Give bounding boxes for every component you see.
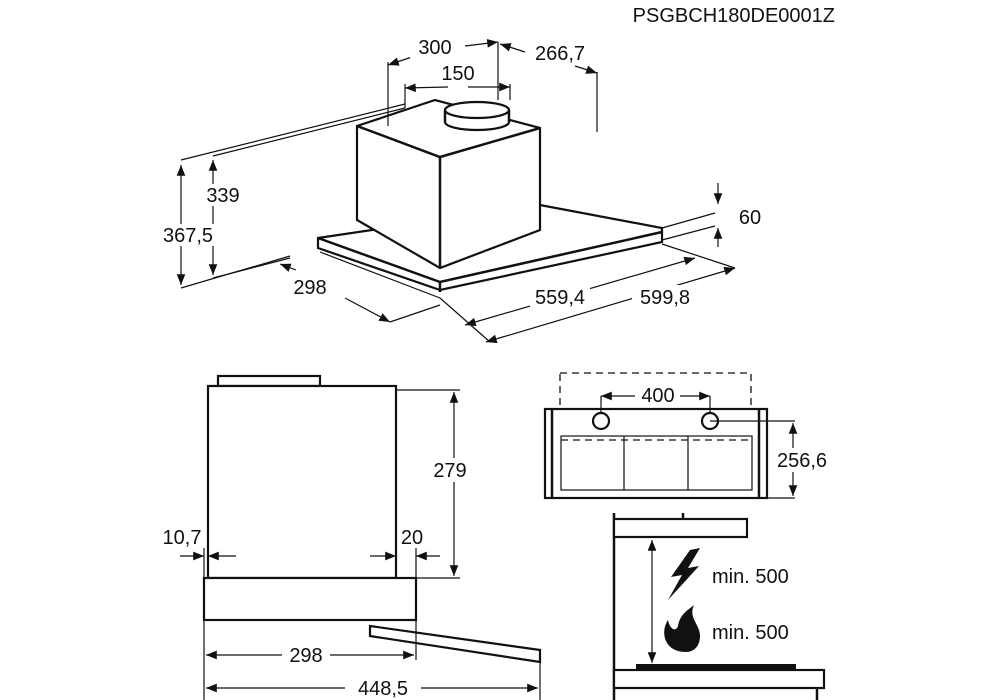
dim-side-height: 279 — [433, 460, 466, 482]
dim-depth: 298 — [293, 277, 326, 299]
side-view: 279 10,7 20 298 448,5 — [163, 374, 542, 700]
side-body — [206, 384, 398, 580]
side-panel — [202, 576, 418, 622]
dim-depth-top: 266,7 — [535, 43, 585, 65]
mount-hole-left — [591, 411, 611, 431]
electric-icon — [668, 548, 700, 600]
dim-right-offset: 20 — [401, 527, 423, 549]
clearance-diagram: min. 500 min. 500 — [612, 513, 826, 700]
dim-width-top: 300 — [418, 37, 451, 59]
gas-flame-icon — [664, 605, 700, 652]
gas-clearance-label: min. 500 — [712, 622, 789, 644]
extended-panel — [368, 624, 542, 664]
dim-hole-spacing: 400 — [641, 385, 674, 407]
dim-duct: 150 — [441, 63, 474, 85]
front-view: 400 256,6 — [543, 372, 834, 500]
duct-collar — [443, 100, 511, 120]
dim-width-inner: 559,4 — [535, 287, 585, 309]
dim-width-outer: 599,8 — [640, 287, 690, 309]
hob-surface — [636, 664, 796, 670]
dim-side-depth: 298 — [289, 645, 322, 667]
dim-height-box: 339 — [206, 185, 239, 207]
dim-height-total: 367,5 — [163, 225, 213, 247]
hood-outline — [612, 517, 749, 539]
dim-left-offset: 10,7 — [163, 527, 202, 549]
worktop — [612, 668, 826, 690]
electric-clearance-label: min. 500 — [712, 566, 789, 588]
dim-panel-height: 60 — [739, 207, 761, 229]
dim-front-height: 256,6 — [777, 450, 827, 472]
front-body — [543, 407, 769, 500]
iso-view: 300 266,7 150 339 367,5 60 298 559,4 599… — [158, 36, 761, 344]
dim-side-depth-extended: 448,5 — [358, 678, 408, 700]
model-code: PSGBCH180DE0001Z — [633, 5, 835, 27]
